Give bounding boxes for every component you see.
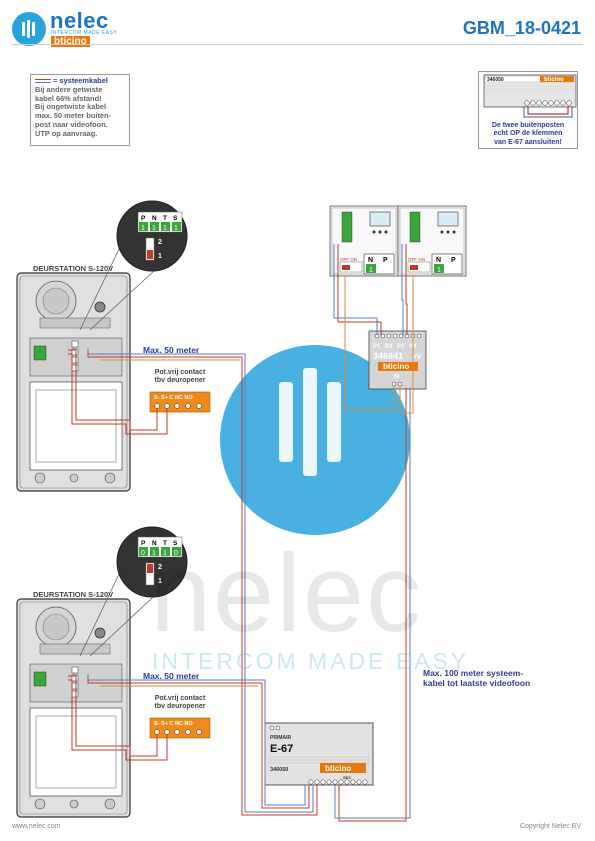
note-line: max. 50 meter buiten- [35,111,111,121]
jumper-value: 1 [174,225,178,232]
contact-title-line: tbv deuropener [154,703,206,710]
switch-label: 2 [158,239,162,246]
port-label: P2 [385,344,393,350]
note-line: van E-67 aansluiten! [494,138,562,146]
note-line: Bij andere getwiste [35,84,103,94]
np-label: N [436,257,441,264]
cable-legend-label: = systeemkabel [53,76,108,85]
jumper-label: S [173,215,178,222]
cable-legend: = systeemkabel [35,76,125,86]
e67-mini-module: 346050 bticino [483,74,577,118]
distributor-suffix: VV [412,354,422,361]
mini-module-code: 346050 [487,77,504,83]
jumper-label: T [163,540,167,547]
max-distance-label-2: Max. 50 meter [143,671,200,681]
note-line: De twee buitenposten [491,122,565,129]
nelec-logo-icon [12,12,46,46]
jumper-label: N [152,540,157,547]
jumper-value: 1 [141,225,145,232]
port-label: P1 [373,344,381,350]
np-label: N [368,257,373,264]
system-cable-swatch [35,79,51,84]
terminal-labels: S- S+ C NC NO [154,395,193,401]
video-distributor: P1 P2 P3 P4 346841 VV bticino IN [368,330,427,390]
jumper-value: 1 [163,225,167,232]
footer-website: www.nelec.com [12,823,61,830]
contact-terminal-1: S- S+ C NC NO [149,391,211,413]
door-station-1 [16,272,131,492]
contact-title-line: tbv deuropener [154,377,206,384]
jumper-callout-1: P N T S 1 1 1 1 2 1 [79,200,188,331]
distributor-in-label: IN [394,374,400,380]
jumper-label: N [152,215,157,222]
terminal-labels: S- S+ C NC NO [154,721,193,727]
contact-label-2: Pot.vrij contact tbv deuropener [142,695,218,711]
note-line: kabel 66% afstand! [35,93,102,103]
jumper-value: 1 [152,550,156,557]
document-code: GBM_18-0421 [462,18,581,38]
contact-title-line: Pot.vrij contact [154,695,206,702]
door-station-1-title: DEURSTATION S-120V [33,264,114,273]
note-line: UTP op aanvraag. [35,128,98,138]
jumper-callout-2: P N T S 0 1 1 0 2 1 [79,526,188,657]
switch-label: 1 [158,253,162,260]
system-cables [68,244,414,822]
brand-name: nelec [50,8,109,33]
partner-logo: bticino [51,36,90,47]
psu-primair-label: PRIMAIR [270,735,292,741]
psu-secondary-label: SEC [343,775,351,780]
jumper-value: 1 [163,550,167,557]
port-label: P3 [397,344,405,350]
contact-title-line: Pot.vrij contact [154,369,206,376]
np-value: 1 [369,267,373,274]
np-label: P [451,257,456,264]
np-value: 1 [437,267,441,274]
watermark-text: nelec [150,532,423,655]
max-distance-label-1: Max. 50 meter [143,345,200,355]
jumper-value: 0 [141,550,145,557]
brand-tagline: INTERCOM MADE EASY [51,30,118,36]
note-line: Bij ongetwiste kabel [35,102,107,112]
footer-copyright: Copyright Nelec BV [519,823,581,830]
jumper-label: P [141,540,146,547]
watermark-bars [279,368,341,476]
system-cable-note: Max. 100 meter systeem- kabel tot laatst… [423,668,530,688]
jumper-label: S [173,540,178,547]
distributor-brand: bticino [383,362,409,371]
door-station-2 [16,598,131,818]
switch-label: 2 [158,564,162,571]
contact-terminal-2: S- S+ C NC NO [149,717,211,739]
psu-code: 346050 [270,767,288,773]
contact-label-1: Pot.vrij contact tbv deuropener [142,369,218,385]
jumper-value: 1 [152,225,156,232]
off-on-label: OFF ON [340,257,357,262]
note-line: echt OP de klemmen [493,130,563,138]
header-divider [12,44,583,45]
cable-note-box: = systeemkabel Bij andere getwiste kabel… [30,74,130,146]
video-monitor-1: OFF ON N P 1 [329,205,399,277]
power-supply-e67: PRIMAIR E-67 346050 bticino SEC [264,722,374,786]
distributor-code: 346841 [373,351,403,361]
psu-brand: bticino [325,764,351,773]
video-monitor-2: OFF ON N P 1 [397,205,467,277]
switch-label: 1 [158,578,162,585]
off-on-label: OFF ON [408,257,425,262]
np-label: P [383,257,388,264]
jumper-label: P [141,215,146,222]
note-line: post naar videofoon. [35,119,108,129]
system-cable-line: kabel tot laatste videofoon [423,678,531,688]
psu-name: E-67 [270,743,293,755]
mini-module-brand: bticino [544,77,564,83]
jumper-value: 0 [174,550,178,557]
watermark-tagline: INTERCOM MADE EASY [152,648,470,674]
door-station-2-title: DEURSTATION S-120V [33,590,114,599]
terminal-note-text: De twee buitenposten echt OP de klemmen … [480,122,576,147]
jumper-label: T [163,215,167,222]
system-cable-line: Max. 100 meter systeem- [423,668,524,678]
